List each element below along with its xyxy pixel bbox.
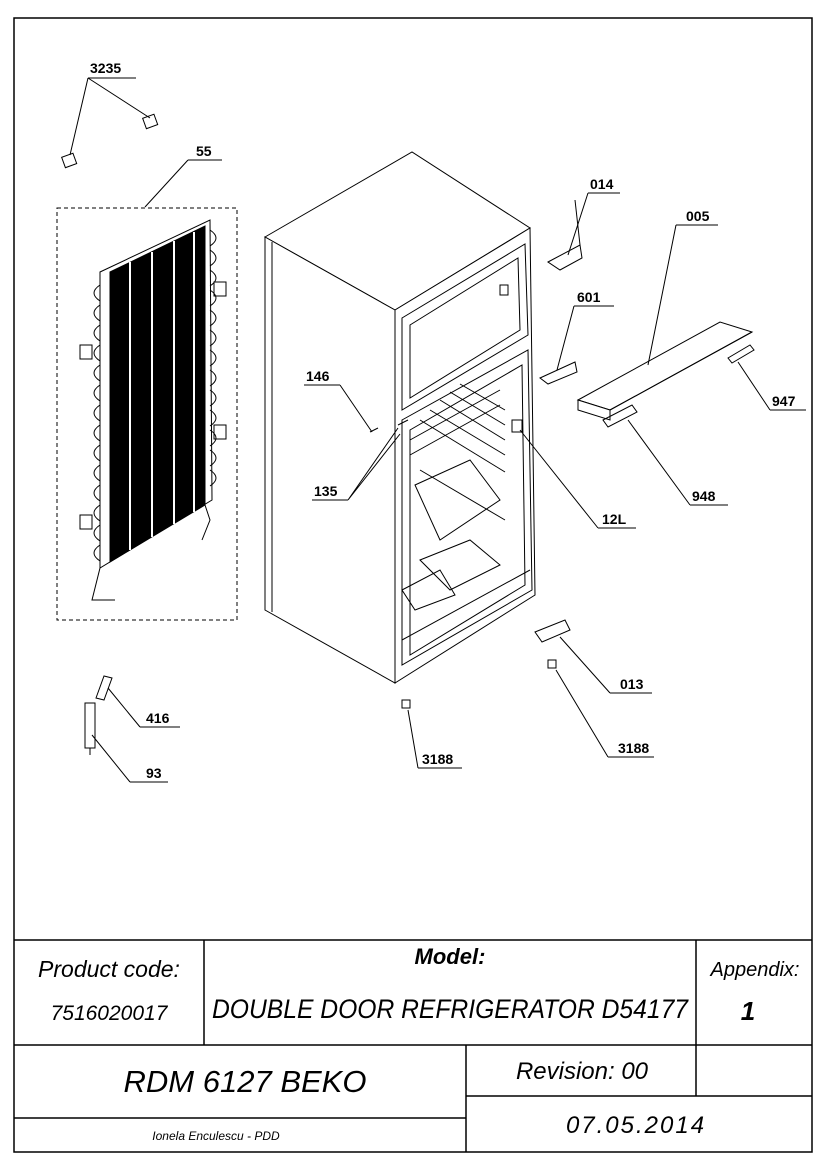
- sheet-frame: [13, 17, 813, 1153]
- callout-3188-left: 3188: [422, 751, 453, 767]
- callout-55: 55: [196, 143, 212, 159]
- model-value: DOUBLE DOOR REFRIGERATOR D54177: [212, 994, 689, 1024]
- appendix-value: 1: [741, 996, 755, 1026]
- callout-3188-right: 3188: [618, 740, 649, 756]
- callout-948: 948: [692, 488, 716, 504]
- callout-013: 013: [620, 676, 644, 692]
- callout-416: 416: [146, 710, 170, 726]
- callout-601: 601: [577, 289, 601, 305]
- callout-947: 947: [772, 393, 796, 409]
- product-code-value: 7516020017: [51, 1002, 169, 1025]
- product-name: RDM 6127 BEKO: [124, 1064, 367, 1099]
- date: 07.05.2014: [566, 1112, 706, 1139]
- callout-135: 135: [314, 483, 338, 499]
- cabinet-drawing: [263, 151, 536, 684]
- top-cover-drawing: [576, 321, 755, 428]
- end-plugs-drawing: [61, 113, 159, 169]
- exploded-view: [56, 77, 806, 783]
- callout-146: 146: [306, 368, 330, 384]
- callout-labels: 3235 55 014 005 601 146 947 135 948 12L …: [90, 60, 796, 781]
- model-label: Model:: [415, 944, 486, 969]
- callout-93: 93: [146, 765, 162, 781]
- callout-014: 014: [590, 176, 614, 192]
- revision: Revision: 00: [516, 1058, 649, 1085]
- title-block-text: Product code: 7516020017 Model: DOUBLE D…: [38, 944, 799, 1143]
- callout-005: 005: [686, 208, 710, 224]
- appendix-label: Appendix:: [710, 959, 800, 981]
- author: Ionela Enculescu - PDD: [152, 1129, 280, 1143]
- callout-3235: 3235: [90, 60, 121, 76]
- small-parts-drawing: [84, 675, 113, 755]
- product-code-label: Product code:: [38, 956, 180, 982]
- title-block: [14, 939, 812, 1152]
- callout-12l: 12L: [602, 511, 627, 527]
- condenser-drawing: [56, 207, 238, 621]
- leader-lines: [69, 77, 806, 783]
